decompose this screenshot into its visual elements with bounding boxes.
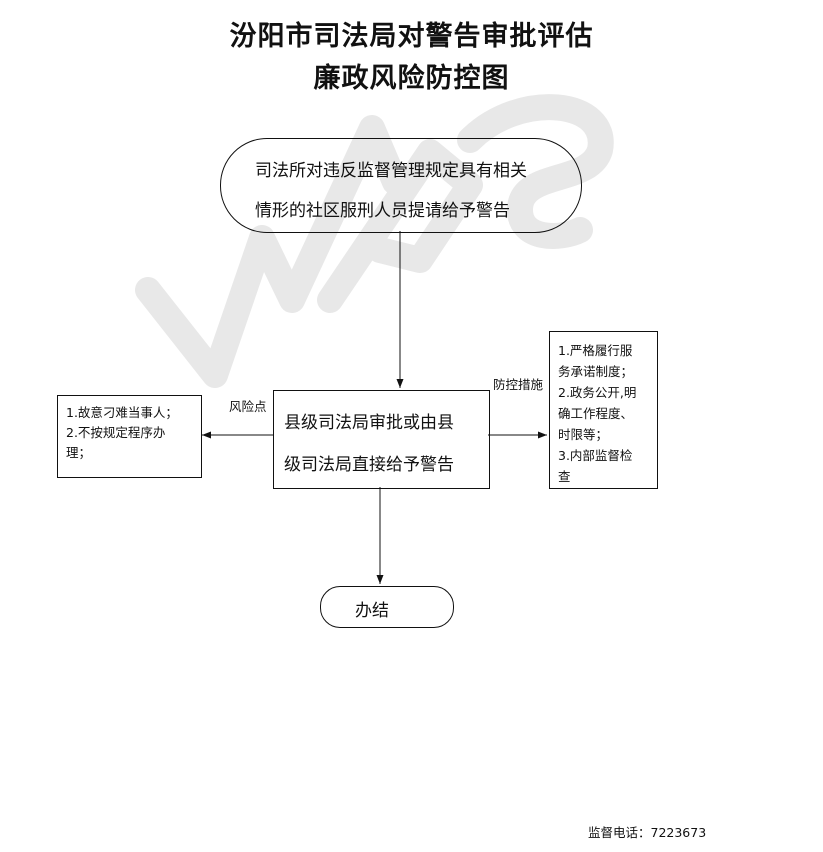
start-node-text-line2: 情形的社区服刑人员提请给予警告 xyxy=(255,201,510,221)
control-item: 时限等； xyxy=(558,427,609,442)
approval-node-text-line2: 级司法局直接给予警告 xyxy=(284,455,454,475)
control-item: 3.内部监督检 xyxy=(558,448,633,463)
end-node: 办结 xyxy=(320,586,454,628)
approval-node: 县级司法局审批或由县 级司法局直接给予警告 xyxy=(273,390,490,489)
supervision-hotline: 监督电话：7223673 xyxy=(588,825,707,840)
risk-item: 2.不按规定程序办 xyxy=(66,425,166,440)
page-title-line2: 廉政风险防控图 xyxy=(313,63,510,94)
control-item: 查 xyxy=(558,469,571,484)
risk-item: 理； xyxy=(66,445,92,460)
risk-point-label: 风险点 xyxy=(229,399,267,414)
control-item: 确工作程度、 xyxy=(558,406,634,421)
control-item: 2.政务公开,明 xyxy=(558,385,637,400)
start-node-text-line1: 司法所对违反监督管理规定具有相关 xyxy=(255,161,527,181)
risk-item: 1.故意刁难当事人； xyxy=(66,405,178,420)
control-measures-box: 1.严格履行服 务承诺制度； 2.政务公开,明 确工作程度、 时限等； 3.内部… xyxy=(549,331,658,489)
control-item: 务承诺制度； xyxy=(558,364,634,379)
page-title-line1: 汾阳市司法局对警告审批评估 xyxy=(229,21,594,52)
risk-points-box: 1.故意刁难当事人； 2.不按规定程序办 理； xyxy=(57,395,202,478)
start-node: 司法所对违反监督管理规定具有相关 情形的社区服刑人员提请给予警告 xyxy=(220,138,582,233)
control-measures-label: 防控措施 xyxy=(493,377,544,392)
control-item: 1.严格履行服 xyxy=(558,343,633,358)
approval-node-text-line1: 县级司法局审批或由县 xyxy=(284,413,454,433)
end-node-label: 办结 xyxy=(355,601,389,621)
